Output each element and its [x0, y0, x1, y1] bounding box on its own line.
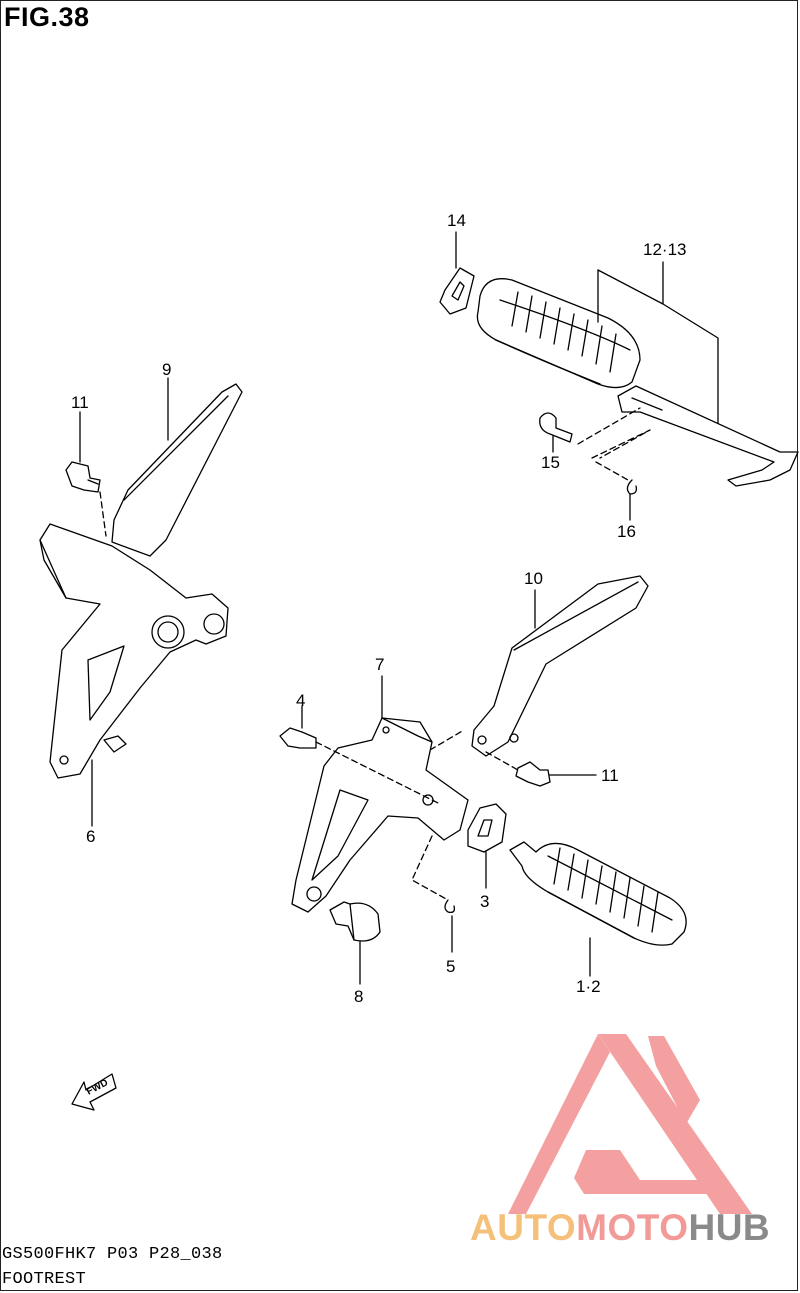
- callout-16: 16: [617, 522, 636, 541]
- section-name: FOOTREST: [2, 1270, 87, 1289]
- watermark-text: AUTOMOTOHUB: [470, 1207, 770, 1249]
- rear-footrest-bar: [617, 385, 799, 487]
- part-8-bolt: [329, 901, 381, 942]
- callout-14: 14: [447, 211, 466, 230]
- left-footrest-bracket: [39, 523, 229, 779]
- watermark-auto: AUTO: [470, 1207, 577, 1248]
- callout-11-left: 11: [71, 393, 89, 412]
- part-16-clip: [626, 479, 638, 495]
- model-code: GS500FHK7 P03 P28_038: [2, 1245, 223, 1264]
- callout-10: 10: [524, 569, 543, 588]
- part-1-2-footrest-rubber: [509, 841, 687, 946]
- part-11-bolt-right: [515, 761, 551, 787]
- fwd-arrow-icon: [71, 1073, 117, 1111]
- callout-4: 4: [296, 691, 306, 710]
- callout-6: 6: [86, 827, 96, 846]
- part-11-bolt-left: [65, 461, 101, 493]
- automotohub-logo-icon: [508, 1034, 752, 1214]
- part-15-pin: [539, 412, 573, 443]
- part-5-clip: [444, 899, 456, 914]
- part-12-13-rear-footrest-rubber: [476, 278, 641, 389]
- figure-title: FIG.38: [4, 2, 90, 32]
- callout-9: 9: [162, 360, 172, 379]
- part-14-washer: [439, 267, 475, 315]
- callout-5: 5: [446, 957, 456, 976]
- callout-12-13: 12·13: [643, 240, 687, 259]
- callout-11-right: 11: [601, 766, 619, 785]
- callout-15: 15: [541, 453, 560, 472]
- watermark-moto: MOTO: [576, 1207, 689, 1248]
- callout-7: 7: [375, 655, 385, 674]
- callout-1-2: 1·2: [576, 977, 601, 996]
- part-4-pin: [279, 727, 317, 749]
- part-7-footrest-bracket: [291, 717, 469, 913]
- leader-12-13: [597, 261, 719, 429]
- part-9-heel-guard: [111, 383, 243, 557]
- callout-8: 8: [354, 987, 364, 1006]
- watermark-hub: HUB: [688, 1207, 771, 1248]
- part-3-washer: [467, 803, 507, 853]
- part-10-heel-guard: [471, 575, 649, 757]
- callout-3: 3: [480, 892, 490, 911]
